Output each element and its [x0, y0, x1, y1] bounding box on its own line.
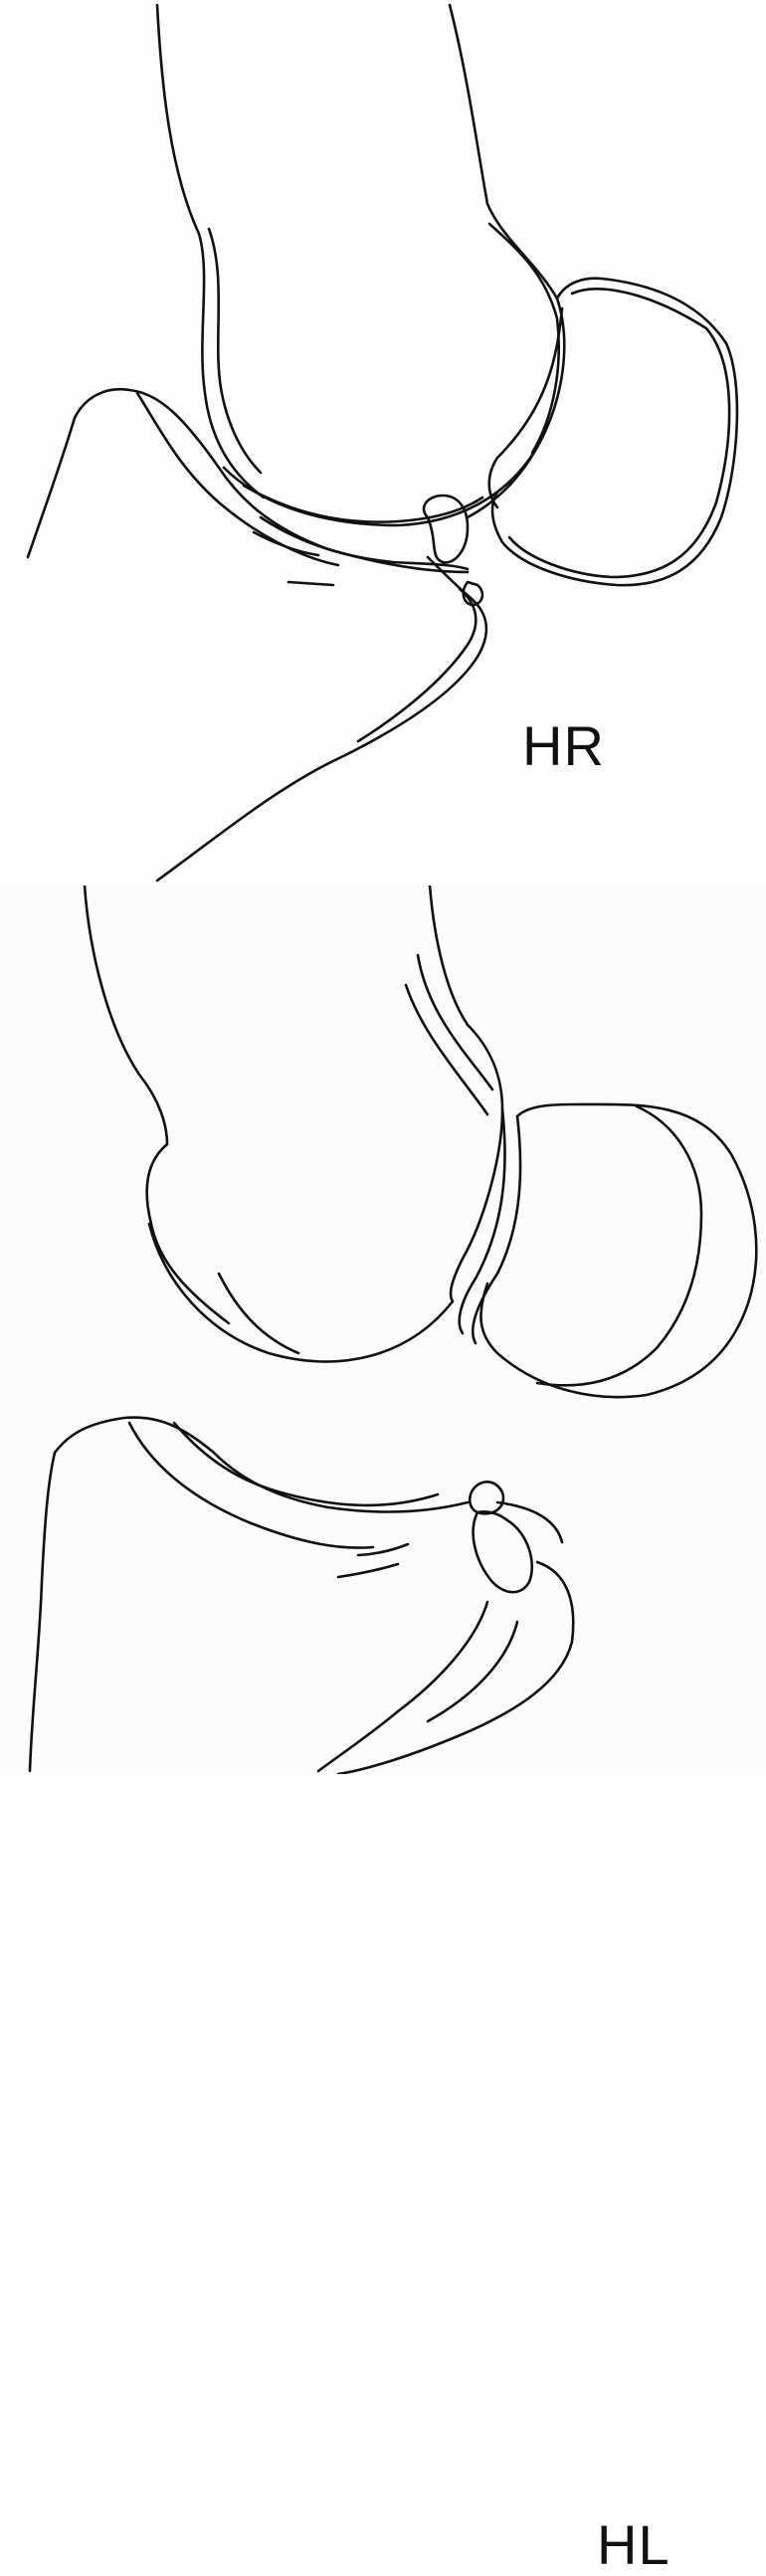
knee-drawing-hl — [0, 886, 766, 1774]
panel-label-hl: HL — [597, 2517, 670, 2573]
femoral-condyle-line — [149, 1224, 453, 1361]
tibia-plateau-short-line — [358, 1544, 408, 1555]
tibia-anterior-inner-line-2 — [428, 1622, 517, 1721]
tibia-plateau-line — [129, 1423, 373, 1548]
panel-label-hr: HR — [522, 718, 605, 774]
patella-outline — [480, 1104, 756, 1397]
patella-inner-outline — [537, 1106, 701, 1385]
joint-fat-pad — [474, 1511, 532, 1592]
tibia-anterior-line — [157, 557, 486, 881]
femur-shaft-posterior-line — [157, 5, 264, 497]
tibia-posterior-line — [30, 1418, 468, 1771]
femur-shaft-anterior-line — [450, 5, 564, 517]
femur-shaft-anterior-inner-line-2 — [406, 985, 487, 1114]
tibia-plateau-stroke-line — [288, 582, 333, 585]
tibia-plateau-inner-line — [174, 1423, 438, 1505]
tibia-plateau-stroke-line — [338, 1564, 398, 1577]
panel-hl: HL — [0, 886, 766, 1774]
tibia-anterior-inner-line — [358, 589, 476, 741]
joint-small-body — [470, 1482, 503, 1513]
tibia-anterior-inner-line — [318, 1602, 487, 1771]
femoral-condyle-line — [224, 438, 542, 525]
joint-line-right — [497, 1502, 562, 1542]
femur-shaft-posterior-line — [85, 886, 229, 1323]
tibia-plateau-short-line — [254, 532, 318, 555]
knee-drawing-hr — [0, 0, 766, 886]
tibia-posterior-line — [28, 389, 468, 572]
tibia-anterior-line — [338, 1562, 573, 1774]
joint-fat-pad — [424, 495, 468, 562]
femur-shaft-anterior-inner-line — [489, 224, 559, 453]
panel-hr: HR — [0, 0, 766, 886]
patella-rear-line — [473, 1116, 520, 1343]
femoral-condyle-inner-line — [219, 1274, 298, 1353]
